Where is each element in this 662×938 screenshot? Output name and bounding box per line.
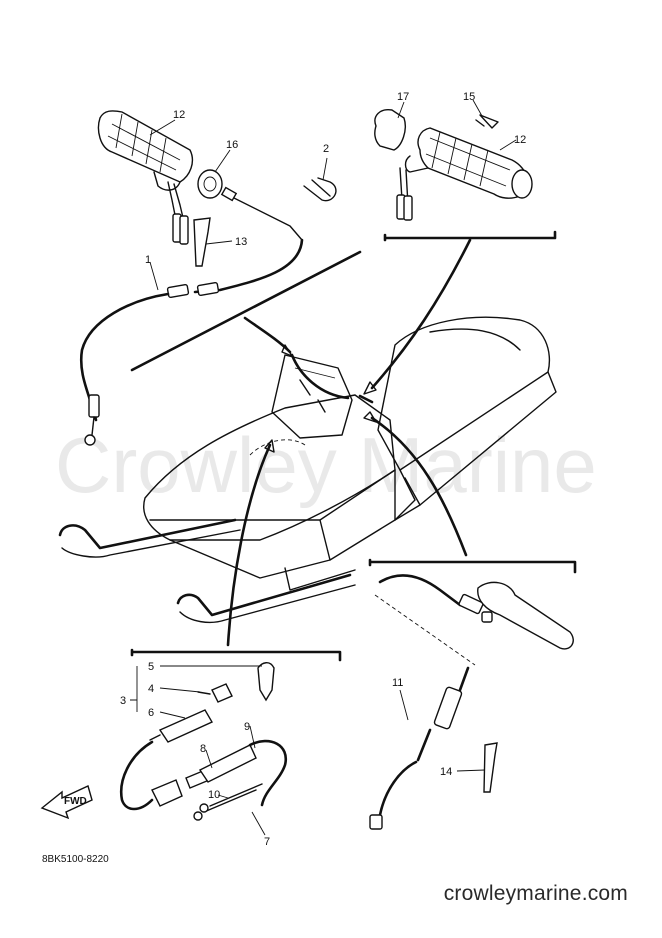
fwd-arrow: FWD <box>40 785 93 820</box>
callout-10: 10 <box>208 789 220 801</box>
callout-2: 2 <box>323 143 329 155</box>
callout-17: 17 <box>397 91 409 103</box>
arrow-3 <box>370 416 468 557</box>
callout-15: 15 <box>463 91 475 103</box>
callout-12-left: 12 <box>173 109 185 121</box>
throttle-cable <box>79 186 304 446</box>
diagram-code: 8BK5100-8220 <box>42 854 109 865</box>
cable-tie-13 <box>193 217 211 267</box>
bracket-throttle <box>130 250 362 372</box>
callout-9: 9 <box>244 721 250 733</box>
arrow-4 <box>226 443 272 647</box>
callout-6: 6 <box>148 707 154 719</box>
watermark-text: Crowley Marine <box>55 421 597 509</box>
callout-5: 5 <box>148 661 154 673</box>
ring-14 <box>197 169 223 199</box>
kill-switch-assembly <box>119 662 288 821</box>
arrow-2 <box>370 238 472 390</box>
callout-12-right: 12 <box>514 134 526 146</box>
clip-2 <box>303 177 337 202</box>
fwd-label: FWD <box>64 796 87 807</box>
callout-4: 4 <box>148 683 154 695</box>
callout-1: 1 <box>145 254 151 266</box>
callout-14: 16 <box>226 139 238 151</box>
leader-lines <box>130 99 517 836</box>
snowmobile-illustration <box>58 316 557 624</box>
right-grip-assembly <box>374 109 533 221</box>
bracket-right-grip <box>383 230 557 242</box>
left-grip <box>97 110 194 245</box>
bracket-switch <box>130 648 342 662</box>
callout-16: 14 <box>440 766 452 778</box>
bracket-brake <box>368 558 577 574</box>
callout-3: 3 <box>120 695 126 707</box>
callout-11: 11 <box>392 677 403 689</box>
callout-7: 7 <box>264 836 270 848</box>
callout-13: 13 <box>235 236 247 248</box>
callout-8: 8 <box>200 743 206 755</box>
brake-lever-assembly <box>369 574 574 830</box>
handlebar <box>290 353 350 400</box>
site-url: crowleymarine.com <box>443 882 628 905</box>
arrow-1 <box>243 316 292 354</box>
